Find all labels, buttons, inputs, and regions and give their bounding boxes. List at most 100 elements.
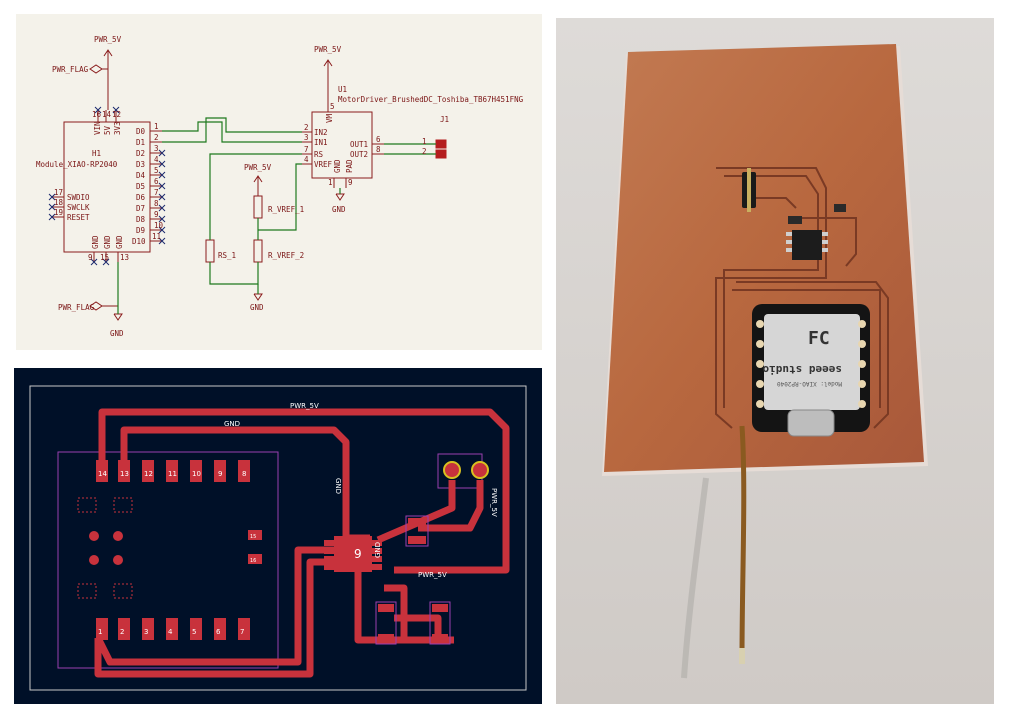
ic-gnd-label: GND <box>374 542 382 558</box>
h1-pin-number-9: 9 <box>154 210 159 219</box>
u1-pin-number-8: 8 <box>376 145 381 154</box>
h1-pin-number-3: 3 <box>154 144 159 153</box>
h1-pin-number-18: 18 <box>54 198 64 207</box>
flag-label-bottom: PWR_FLAG <box>58 303 95 312</box>
h1-pin-number-12: 12 <box>112 110 121 119</box>
h1-pin-d5: D5 <box>136 182 145 191</box>
motor-driver-chip <box>792 230 822 260</box>
u1-pin-vref: VREF <box>314 160 333 169</box>
h1-pin-gnd-1: GND <box>91 235 100 249</box>
h1-pin-number-7: 7 <box>154 188 159 197</box>
h1-pin-number-14: 14 <box>102 110 112 119</box>
top-pad-13: 13 <box>120 470 129 478</box>
xiao-footprint-outline <box>57 451 279 669</box>
chip-brand: seeed studio <box>762 363 842 376</box>
h1-pin-number-b9: 9 <box>88 253 93 262</box>
xiao-shield <box>764 314 860 410</box>
h1-pin-d10: D10 <box>132 237 146 246</box>
h1-pin-5v: 5V <box>103 125 112 135</box>
pcb-drawing: PWR_5V GND GND PWR_5V PWR_5V 9 GND 14 13… <box>29 385 527 691</box>
net-label-pwr-bottom: PWR_5V <box>418 571 447 579</box>
net-label-pwr-top: PWR_5V <box>290 402 319 410</box>
j1-pin-2: 2 <box>422 147 427 156</box>
rs-1-body <box>205 239 215 263</box>
h1-pin-vin: VIN <box>93 121 102 135</box>
h1-ref: H1 <box>92 149 101 158</box>
connector-pad-2 <box>471 461 489 479</box>
bottom-pad-7: 7 <box>240 628 244 636</box>
h1-body <box>63 121 151 253</box>
top-pad-10: 10 <box>192 470 201 478</box>
u1-pin-number-6: 6 <box>376 135 381 144</box>
u1-pin-number-2: 2 <box>304 123 309 132</box>
h1-pin-d9: D9 <box>136 226 145 235</box>
h1-pin-number-11: 11 <box>152 232 161 241</box>
schematic-drawing: PWR_5V PWR_FLAG PWR_5V U1 MotorDriver_Br… <box>36 35 524 338</box>
top-pad-14: 14 <box>98 470 107 478</box>
bottom-pad-5: 5 <box>192 628 196 636</box>
usb-c-port <box>787 409 835 437</box>
h1-pin-number-8: 8 <box>154 199 159 208</box>
u1-pin-vm: VM <box>325 113 334 123</box>
board-outline <box>29 385 527 691</box>
connector-pad-1 <box>443 461 461 479</box>
top-pad-11: 11 <box>168 470 177 478</box>
h1-pin-number-5: 5 <box>154 166 159 175</box>
u1-pin-number-3: 3 <box>304 133 309 142</box>
u1-pin-in1: IN1 <box>314 138 328 147</box>
gnd-label-resistors: GND <box>250 303 264 312</box>
u1-pin-rs: RS <box>314 150 324 159</box>
r-vref-1-label: R_VREF_1 <box>268 205 304 214</box>
board-photo: FC seeed studio Model: XIAO-RP2040 <box>556 18 994 704</box>
h1-pin-d7: D7 <box>136 204 145 213</box>
schematic-wires <box>117 117 436 314</box>
u1-pin-number-9: 9 <box>348 178 353 187</box>
net-label-gnd-top: GND <box>224 420 240 428</box>
u1-pin-number-5: 5 <box>330 102 335 111</box>
h1-pin-d2: D2 <box>136 149 145 158</box>
schematic-panel: PWR_5V PWR_FLAG PWR_5V U1 MotorDriver_Br… <box>16 14 542 350</box>
h1-pin-number-16: 16 <box>92 110 102 119</box>
h1-pin-swdio: SWDIO <box>67 193 90 202</box>
r-vref-2-body <box>253 239 263 263</box>
u1-pin-out2: OUT2 <box>350 150 368 159</box>
u1-pin-out1: OUT1 <box>350 140 368 149</box>
u1-pin-number-1: 1 <box>328 178 333 187</box>
ic-pad-number: 9 <box>354 547 362 561</box>
r-vref-1-body <box>253 195 263 219</box>
top-pad-8: 8 <box>242 470 246 478</box>
board-photo-panel: FC seeed studio Model: XIAO-RP2040 <box>556 18 994 704</box>
top-pad-12: 12 <box>144 470 153 478</box>
h1-pin-number-1: 1 <box>154 122 159 131</box>
bottom-pad-1: 1 <box>98 628 102 636</box>
net-label-pwr-right: PWR_5V <box>490 488 498 517</box>
power-label-vref: PWR_5V <box>244 163 272 172</box>
bottom-pad-2: 2 <box>120 628 124 636</box>
flag-label-top: PWR_FLAG <box>52 65 89 74</box>
j1-pin-1: 1 <box>422 137 427 146</box>
h1-pin-d8: D8 <box>136 215 146 224</box>
gnd-label-u1: GND <box>332 205 346 214</box>
power-label-top-mid: PWR_5V <box>314 45 342 54</box>
h1-pin-number-10: 10 <box>154 221 164 230</box>
h1-pin-d1: D1 <box>136 138 145 147</box>
h1-pin-reset: RESET <box>67 213 90 222</box>
h1-pin-number-b15: 15 <box>100 253 109 262</box>
h1-pin-number-b13: 13 <box>120 253 129 262</box>
xiao-bottom-pads <box>96 618 250 640</box>
bottom-pad-3: 3 <box>144 628 148 636</box>
bottom-pad-4: 4 <box>168 628 173 636</box>
u1-pin-gnd: GND <box>333 159 342 173</box>
u1-ref: U1 <box>338 85 347 94</box>
h1-pin-d0: D0 <box>136 127 146 136</box>
r-vref-2-label: R_VREF_2 <box>268 251 304 260</box>
net-label-gnd-vertical: GND <box>334 478 342 494</box>
xiao-top-pads <box>96 460 250 482</box>
h1-pin-number-6: 6 <box>154 177 159 186</box>
u1-pin-number-4: 4 <box>304 155 309 164</box>
h1-pin-gnd-3: GND <box>115 235 124 249</box>
h1-pin-number-19: 19 <box>54 208 63 217</box>
h1-pin-number-17: 17 <box>54 188 63 197</box>
h1-pin-number-2: 2 <box>154 133 159 142</box>
power-label-top-left: PWR_5V <box>94 35 122 44</box>
